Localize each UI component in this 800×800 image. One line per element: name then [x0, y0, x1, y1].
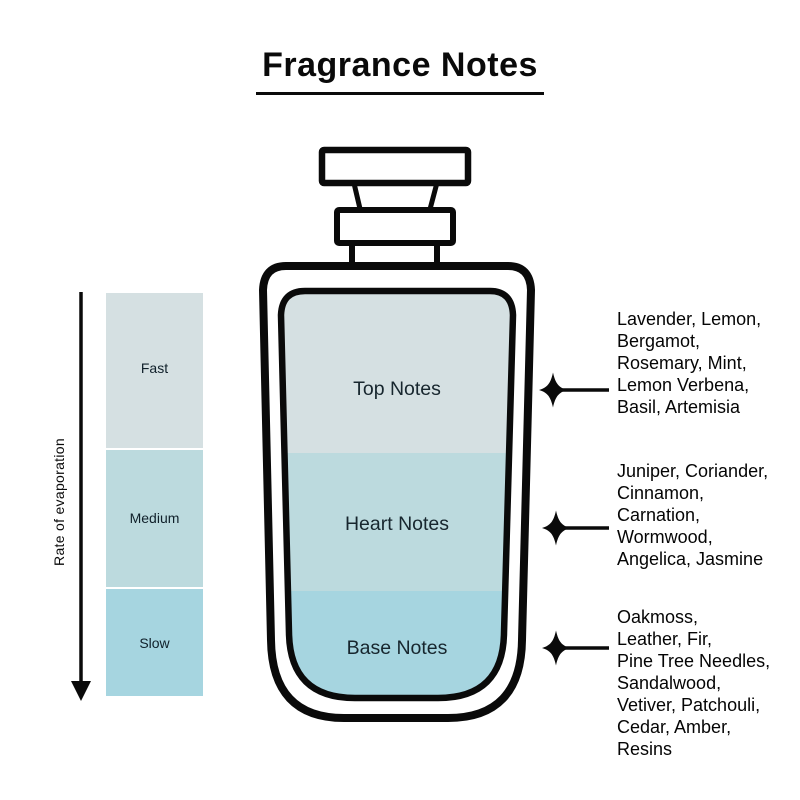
cap-top [318, 146, 472, 187]
base-notes-layer [281, 591, 513, 698]
evaporation-arrow-head-icon [71, 681, 91, 701]
top-notes-ingredients: Lavender, Lemon, Bergamot, Rosemary, Min… [617, 309, 762, 417]
scale-label-fast: Fast [141, 360, 168, 376]
scale-label-slow: Slow [139, 635, 170, 651]
top-notes-layer [281, 291, 513, 453]
scale-label-medium: Medium [130, 510, 180, 526]
heart-notes-label: Heart Notes [345, 513, 449, 535]
heart-notes-layer [281, 453, 513, 591]
scale-box-fast [106, 293, 203, 448]
top-notes-label: Top Notes [353, 378, 441, 400]
evaporation-scale: Rate of evaporation Fast Medium Slow [51, 292, 203, 701]
callout-connectors [539, 372, 609, 666]
scale-box-medium [106, 450, 203, 587]
page-title: Fragrance Notes [256, 46, 544, 95]
scale-box-slow [106, 589, 203, 696]
bottle-inner-outline [277, 287, 517, 702]
sparkle-icon [542, 510, 570, 546]
base-notes-ingredients: Oakmoss, Leather, Fir, Pine Tree Needles… [617, 607, 771, 759]
cap-collar [334, 207, 456, 246]
base-notes-label: Base Notes [347, 637, 448, 659]
heart-notes-ingredients: Juniper, Coriander, Cinnamon, Carnation,… [617, 461, 769, 569]
rate-of-evaporation-label: Rate of evaporation [51, 438, 67, 566]
sparkle-icon [542, 630, 570, 666]
perfume-bottle: Top Notes Heart Notes Base Notes [258, 146, 536, 722]
sparkle-icon [539, 372, 567, 408]
bottle-liquid-layers [281, 291, 513, 698]
page-title-wrap: Fragrance Notes [0, 46, 800, 95]
